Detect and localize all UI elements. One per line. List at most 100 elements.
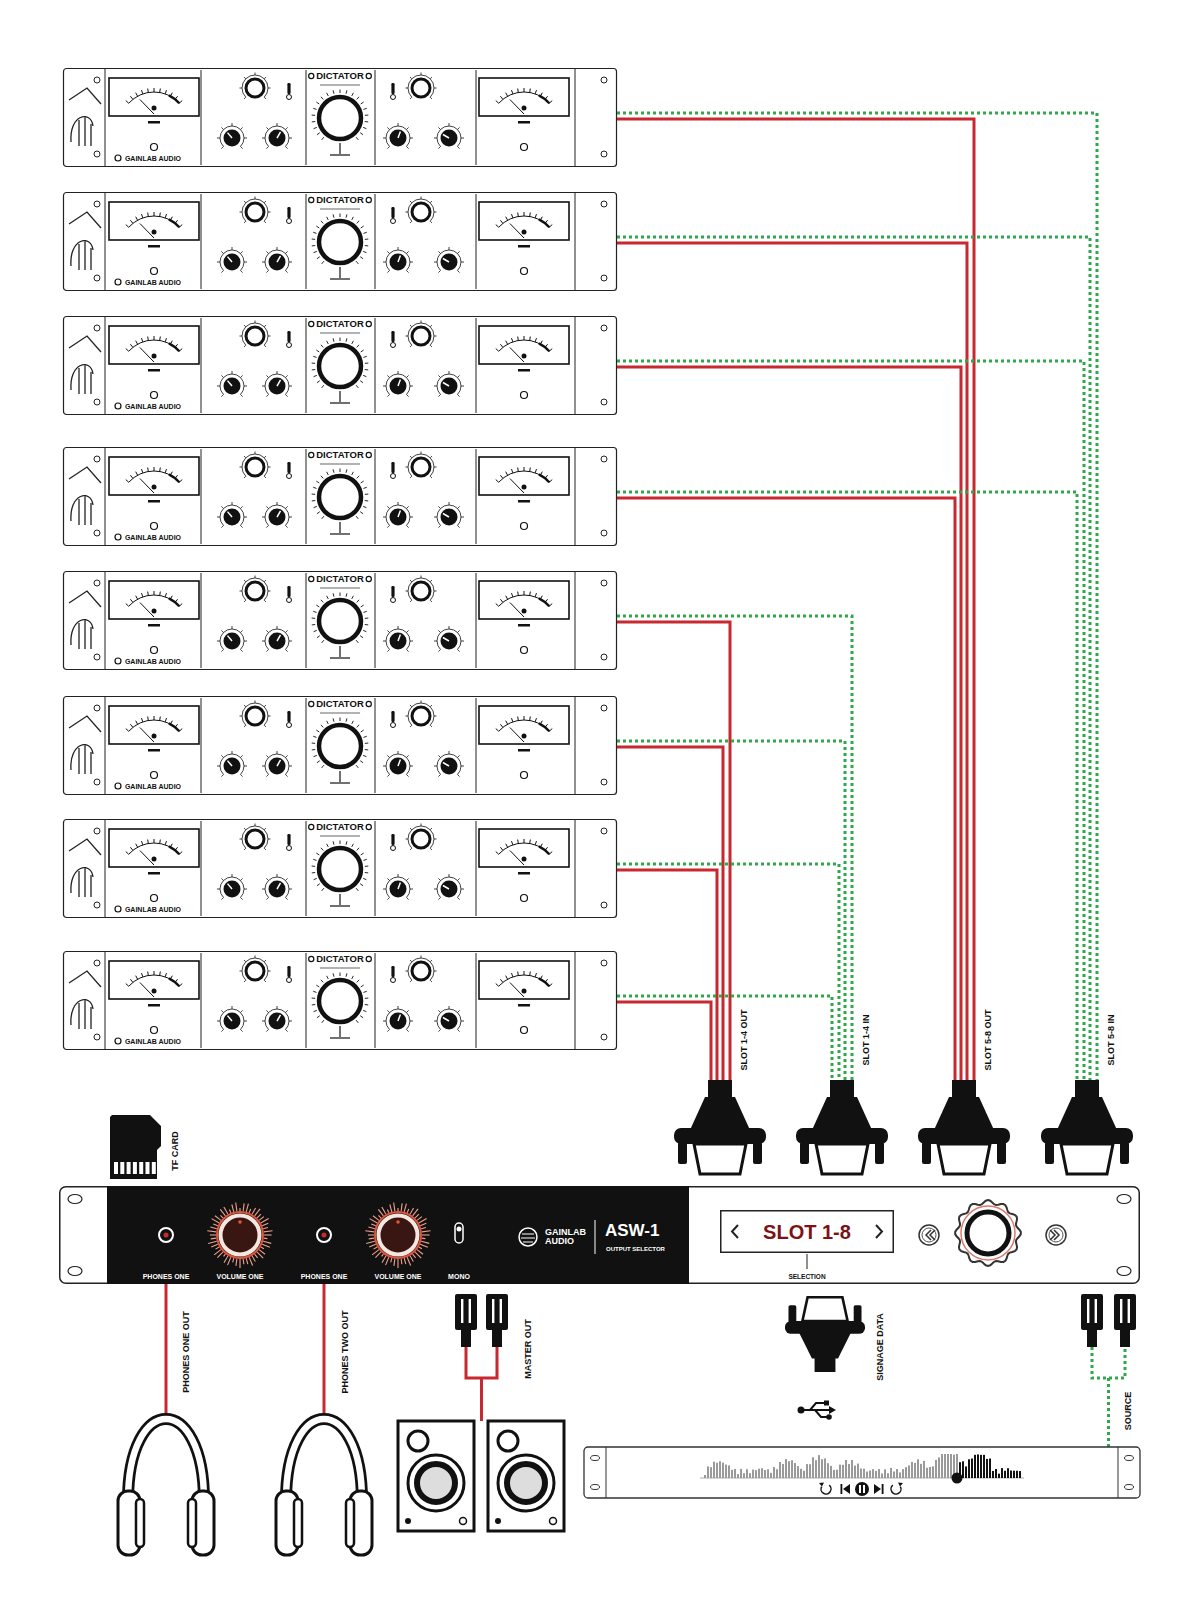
threshold-tick [352, 93, 354, 96]
knob-pointer [228, 512, 232, 517]
knob-glow [369, 1244, 376, 1247]
rack-hole [601, 77, 607, 83]
vu-meter-window [479, 581, 569, 619]
knob-tick [221, 375, 223, 377]
section-divider [375, 70, 376, 165]
knob-glow [413, 1209, 418, 1216]
threshold-tick [327, 721, 329, 724]
knob-tick [266, 649, 268, 651]
waveform-bar [704, 1475, 706, 1478]
knob-glow [217, 1252, 223, 1258]
vu-tick [535, 718, 536, 722]
knob-indicator [396, 1220, 400, 1224]
vu-scale-arc [129, 216, 180, 227]
knob-tick [266, 375, 268, 377]
vu-meter-window [479, 457, 569, 495]
selector-knob [224, 758, 241, 775]
db25-connector-art [796, 1080, 888, 1178]
knob-tick [232, 247, 233, 250]
threshold-tick [340, 973, 341, 977]
knob-glow [220, 1209, 225, 1216]
knob-tick [457, 270, 459, 272]
vu-meter-window [479, 78, 569, 116]
knob-tick [232, 123, 233, 126]
knob-tick [277, 502, 278, 505]
section-divider [306, 573, 307, 668]
vu-tick [512, 90, 513, 94]
vu-tick [500, 724, 502, 727]
knob-glow [394, 1203, 395, 1212]
vu-tick [147, 468, 149, 472]
knob-scale [242, 826, 268, 848]
vu-tick [524, 971, 525, 975]
threshold-tick [361, 985, 364, 987]
knob-tick [266, 525, 268, 527]
compressor-unit-art [63, 819, 617, 918]
knob-tick [240, 127, 242, 129]
threshold-tick [363, 755, 366, 756]
rack-hole [94, 1034, 100, 1040]
section-divider [476, 573, 477, 668]
section-divider [476, 194, 477, 289]
knob-tick [387, 506, 389, 508]
knob-tick [410, 1021, 413, 1022]
vu-tick [126, 984, 129, 987]
knob-tick [244, 221, 246, 223]
vu-scale-arc [499, 216, 550, 227]
waveform-bar [767, 1469, 769, 1478]
rack-hole [94, 705, 100, 711]
input-cable [617, 996, 832, 1080]
vu-tick [159, 337, 161, 341]
knob-tick [461, 138, 464, 139]
knob-tick [457, 375, 459, 377]
knob-tick [383, 1021, 386, 1022]
threshold-tick [357, 345, 359, 348]
vu-tick [175, 220, 177, 223]
knob-scale [408, 454, 434, 476]
waveform-bar [845, 1460, 847, 1478]
knob-pointer [228, 133, 232, 138]
encoder-knob [967, 1212, 1009, 1254]
knob-pointer [228, 1016, 232, 1021]
vu-tick [545, 724, 547, 727]
knob-tick [240, 774, 242, 776]
knob-scale [265, 126, 289, 146]
vu-tick [165, 841, 166, 845]
knob-tick [255, 321, 256, 324]
knob-scale [437, 126, 461, 146]
knob-glow [372, 1250, 379, 1255]
knob-tick [457, 649, 459, 651]
knob-scale [242, 199, 268, 221]
meter-lamp [521, 523, 528, 530]
knob-tick [240, 525, 242, 527]
vu-tick [154, 971, 155, 975]
vu-red-zone [539, 343, 549, 351]
vu-tick [159, 717, 161, 721]
waveform-bar [821, 1459, 823, 1478]
name-ornament [366, 73, 371, 78]
knob-pointer [398, 759, 400, 766]
threshold-tick [360, 133, 363, 135]
knob-tick [410, 705, 412, 707]
vu-tick [500, 344, 502, 347]
knob-glow [422, 1238, 426, 1240]
waveform-bar [932, 1466, 934, 1478]
toggle-lever [391, 834, 394, 845]
knob-scale [408, 578, 434, 600]
vu-tick [524, 716, 525, 720]
plug-tail [492, 1330, 502, 1347]
waveform-bar [827, 1463, 829, 1478]
switch-label: MONO [448, 1273, 470, 1280]
knob-tick [421, 321, 422, 324]
waveform-bar [983, 1455, 985, 1478]
woofer-cone [507, 1464, 545, 1502]
usb-square [824, 1401, 829, 1406]
knob-tick [266, 127, 268, 129]
knob-glow [264, 1234, 272, 1235]
waveform-bar [725, 1465, 727, 1478]
threshold-tick [365, 618, 368, 619]
knob-tick [244, 345, 246, 347]
knob-tick [240, 897, 242, 899]
knob-tick [421, 956, 422, 959]
rack-hole [591, 1456, 600, 1461]
